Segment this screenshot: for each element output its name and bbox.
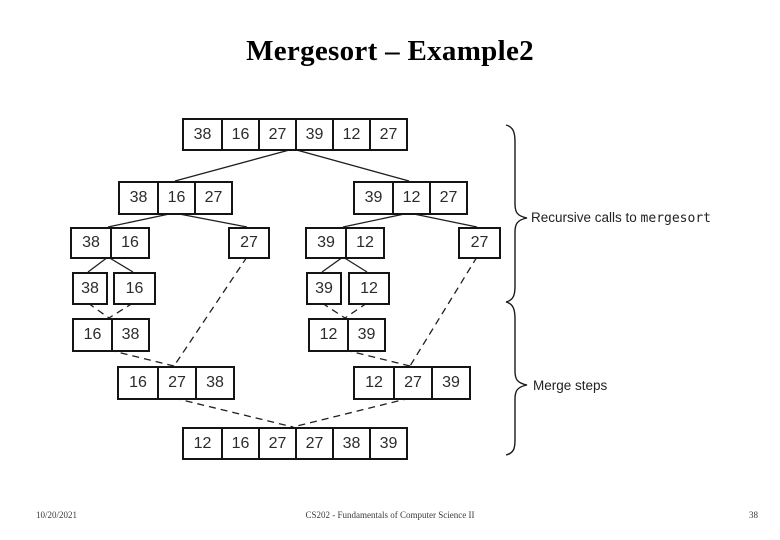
merge-connector-line (321, 302, 346, 319)
merge-brace (505, 301, 528, 456)
array-cell: 39 (317, 234, 335, 251)
footer-page-number: 38 (749, 510, 758, 520)
split-connector-line (174, 148, 294, 182)
array-cell: 38 (193, 125, 212, 143)
recursive-brace (505, 124, 528, 303)
array-cell: 27 (194, 183, 231, 213)
array-cell: 27 (369, 120, 406, 149)
merge-steps-label: Merge steps (533, 378, 608, 393)
merge-connector-line (292, 397, 411, 428)
array-cell: 39 (431, 368, 469, 398)
mergesort-code-text: mergesort (640, 211, 711, 226)
split-connector-line (292, 148, 410, 182)
array-cell: 16 (221, 120, 258, 149)
split-connector-line (342, 212, 410, 228)
array-cell: 27 (157, 368, 195, 398)
array-cell: 38 (332, 429, 369, 458)
array-split-left-pair: 38 16 (70, 227, 150, 259)
array-cell: 27 (295, 429, 332, 458)
array-leaf-39: 39 (306, 272, 342, 305)
array-cell: 39 (315, 279, 333, 297)
connector-lines (87, 148, 478, 428)
merge-connector-line (173, 397, 294, 428)
array-cell: 12 (360, 279, 378, 297)
merge-connector-line (344, 302, 368, 319)
split-connector-line (408, 212, 478, 228)
recursive-calls-label: Recursive calls to mergesort (531, 210, 711, 226)
array-leaf-12: 12 (348, 272, 390, 305)
array-cell: 16 (110, 229, 148, 257)
array-cell: 16 (83, 326, 102, 343)
array-leaf-38: 38 (72, 272, 108, 305)
array-cell: 39 (295, 120, 332, 149)
array-cell: 27 (258, 120, 295, 149)
array-cell: 27 (240, 234, 258, 251)
array-cell: 38 (82, 234, 100, 251)
split-connector-line (107, 212, 175, 228)
split-connector-line (87, 256, 109, 273)
page-title: Mergesort – Example2 (246, 35, 534, 67)
array-cell: 16 (157, 183, 194, 213)
split-connector-line (107, 256, 134, 273)
array-cell: 38 (195, 368, 233, 398)
array-cell: 38 (129, 189, 148, 206)
array-cell: 27 (429, 183, 466, 213)
array-cell: 12 (193, 434, 212, 452)
array-cell: 38 (111, 320, 148, 350)
footer-date: 10/20/2021 (36, 510, 78, 520)
array-merge-right-pair: 12 39 (308, 318, 386, 352)
split-connector-line (173, 212, 248, 228)
array-cell: 16 (221, 429, 258, 458)
array-cell: 39 (364, 189, 383, 206)
array-cell: 12 (332, 120, 369, 149)
array-cell: 39 (369, 429, 406, 458)
array-cell: 39 (347, 320, 384, 350)
array-cell: 12 (345, 229, 383, 257)
array-cell: 16 (125, 279, 144, 297)
array-cell: 27 (393, 368, 431, 398)
array-cell: 27 (470, 234, 489, 251)
array-cell: 12 (365, 374, 383, 391)
array-leaf-16: 16 (113, 272, 156, 305)
merge-connector-line (173, 256, 248, 367)
array-cell: 12 (392, 183, 429, 213)
array-split-left-single: 27 (228, 227, 270, 259)
merge-connector-line (87, 302, 110, 319)
array-split-right-single: 27 (458, 227, 501, 259)
merge-connector-line (108, 302, 134, 319)
recursive-calls-label-text: Recursive calls to (531, 210, 641, 225)
array-cell: 38 (81, 279, 99, 297)
split-connector-line (321, 256, 344, 273)
array-cell: 16 (129, 374, 147, 391)
array-cell: 27 (258, 429, 295, 458)
footer-course: CS202 - Fundamentals of Computer Science… (305, 510, 475, 520)
merge-connector-line (409, 256, 478, 367)
split-connector-line (342, 256, 368, 273)
array-split-right-pair: 39 12 (305, 227, 385, 259)
array-cell: 12 (319, 326, 338, 343)
